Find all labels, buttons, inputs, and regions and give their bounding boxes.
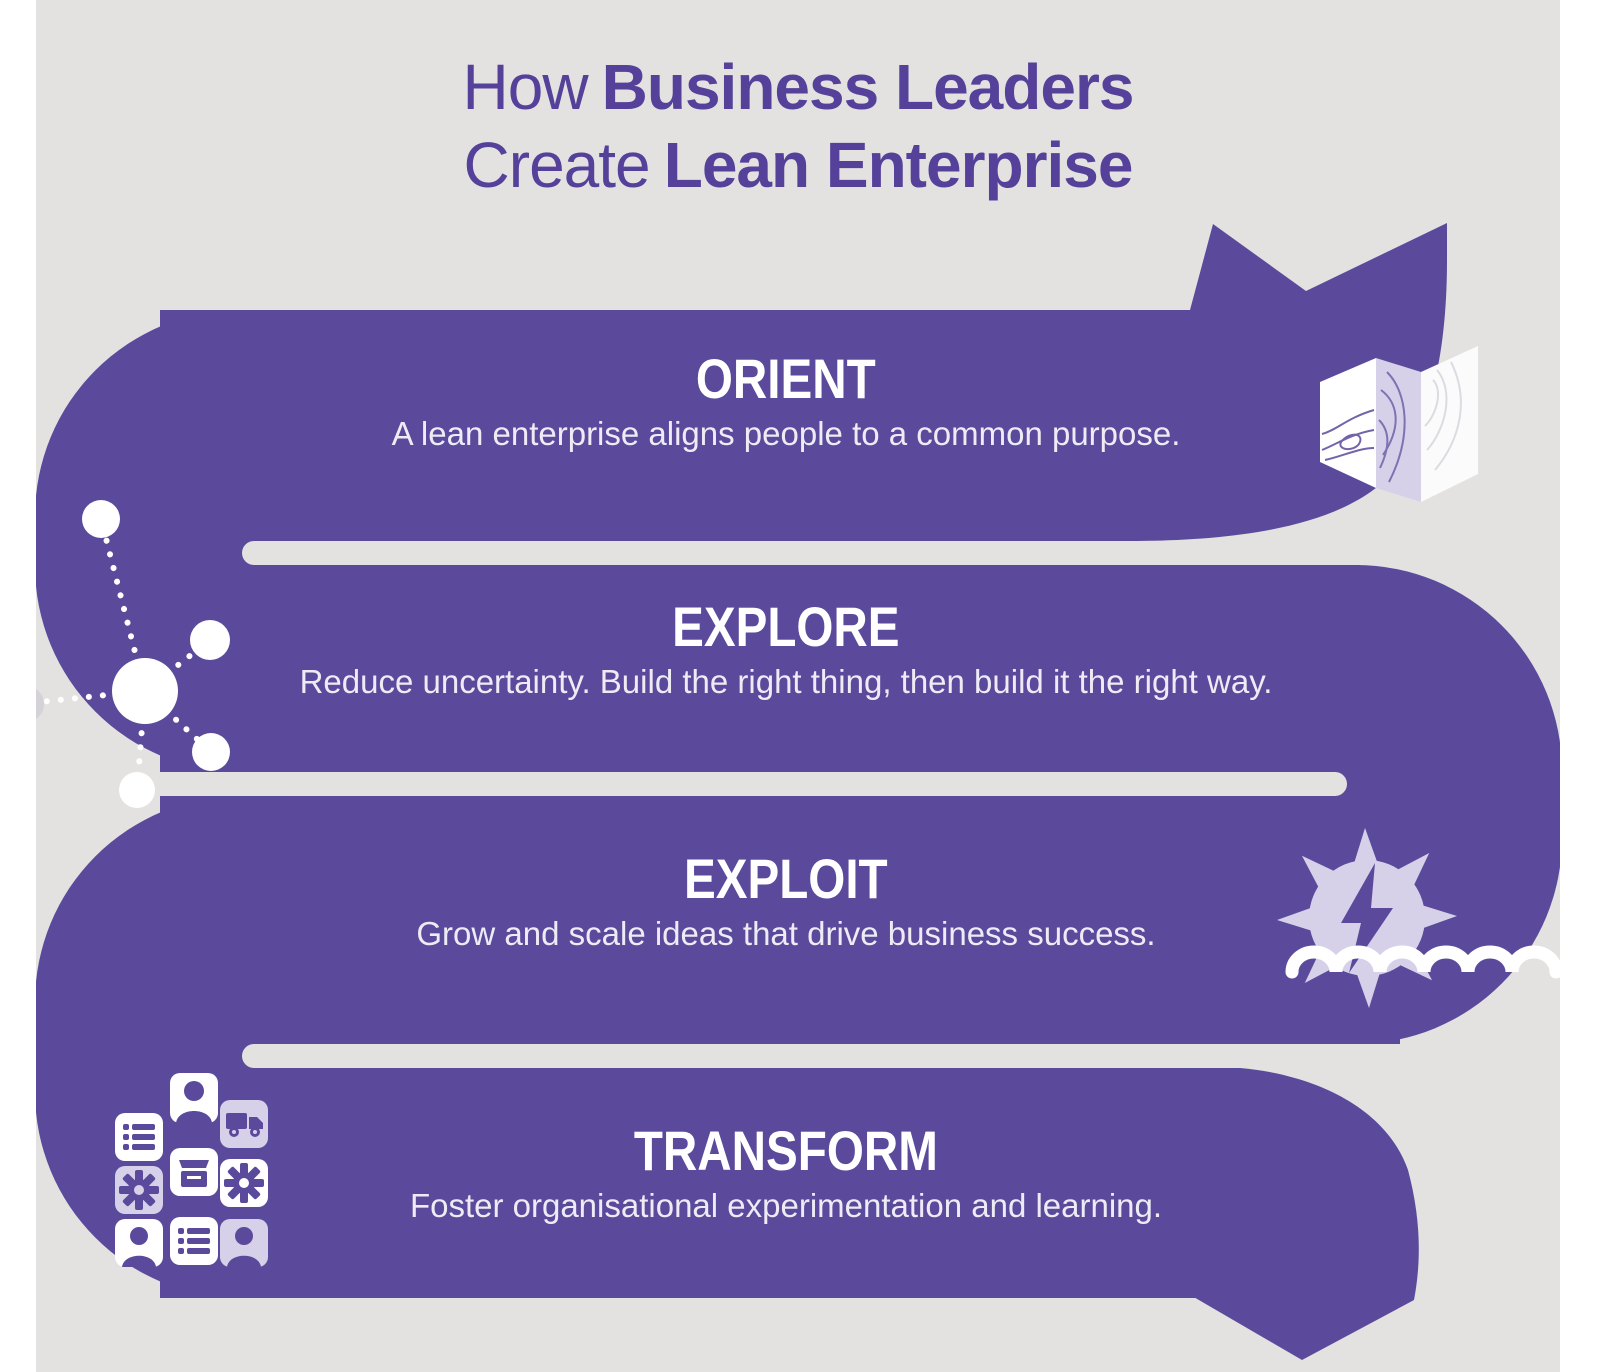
folded-map-icon (1320, 346, 1478, 502)
team-process-grid-icon (115, 1073, 268, 1267)
wave-icon (1285, 945, 1563, 979)
lightning-icon (1341, 863, 1393, 973)
network-hub-node (112, 658, 178, 724)
tile-gear-icon (220, 1159, 268, 1207)
separator-2 (560, 772, 1347, 796)
separator-3 (242, 1044, 1180, 1068)
ribbon-path (35, 223, 1562, 1360)
network-nodes-icon (8, 500, 230, 808)
separator-1 (242, 541, 1180, 565)
tile-person-icon (220, 1219, 268, 1267)
tile-package-icon (170, 1148, 218, 1196)
ribbon-band-transform (160, 1068, 1240, 1298)
right-margin (1560, 0, 1599, 1372)
tile-truck-icon (220, 1100, 268, 1148)
tile-list-icon (170, 1217, 218, 1265)
ribbon-band-orient (160, 223, 1447, 541)
ribbon-tail (1190, 1068, 1419, 1360)
ribbon-separators (242, 541, 1347, 1068)
tile-person-icon (115, 1219, 163, 1267)
tile-person-icon (170, 1073, 218, 1123)
tile-list-icon (115, 1113, 163, 1161)
tile-gear-icon (115, 1166, 163, 1214)
left-margin (0, 0, 36, 1372)
